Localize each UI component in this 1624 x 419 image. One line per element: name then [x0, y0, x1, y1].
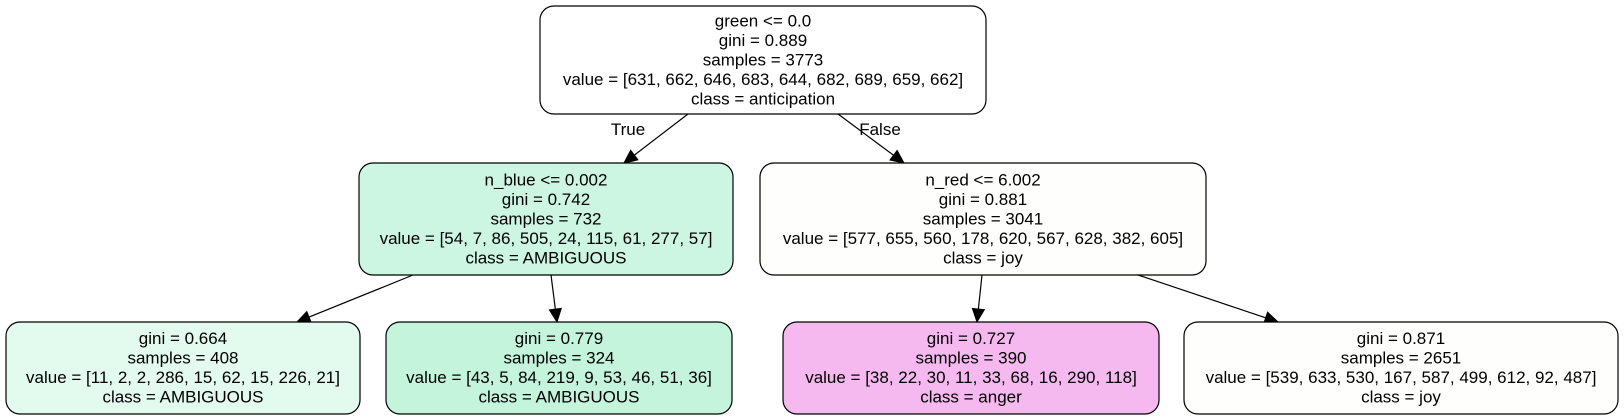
- edge-line: [977, 274, 983, 310]
- node-line: class = anticipation: [691, 89, 835, 108]
- node-line: green <= 0.0: [715, 11, 811, 30]
- node-box: [759, 162, 1207, 276]
- node-line: class = joy: [1361, 388, 1441, 407]
- node-line: value = [11, 2, 2, 286, 15, 62, 15, 226,…: [26, 368, 340, 387]
- node-line: value = [43, 5, 84, 219, 9, 53, 46, 51, …: [406, 368, 712, 387]
- node-line: gini = 0.881: [939, 190, 1027, 209]
- tree-edge-right-to-leaf_rr: [1137, 274, 1280, 325]
- node-line: gini = 0.779: [515, 329, 603, 348]
- node-line: class = joy: [943, 248, 1023, 267]
- arrowhead-icon: [971, 307, 986, 324]
- node-box: [1183, 321, 1619, 415]
- tree-edge-left-to-leaf_lr: [548, 274, 563, 324]
- node-line: class = anger: [920, 388, 1022, 407]
- node-line: value = [539, 633, 530, 167, 587, 499, 6…: [1206, 368, 1597, 387]
- tree-edge-root-to-right: False: [837, 113, 905, 164]
- arrowhead-icon: [623, 149, 639, 164]
- tree-edge-root-to-left: True: [611, 113, 689, 164]
- arrowhead-icon: [548, 307, 563, 324]
- node-line: value = [54, 7, 86, 505, 24, 115, 61, 27…: [380, 229, 713, 248]
- arrowhead-icon: [889, 149, 905, 164]
- tree-edge-left-to-leaf_ll: [295, 274, 414, 324]
- edge-line: [550, 274, 556, 310]
- node-line: gini = 0.889: [719, 31, 807, 50]
- edge-label-true: True: [611, 120, 645, 139]
- node-line: n_red <= 6.002: [925, 170, 1040, 189]
- edge-line: [633, 113, 689, 156]
- node-line: gini = 0.871: [1357, 329, 1445, 348]
- node-box: [358, 162, 734, 276]
- tree-edge-right-to-leaf_rl: [971, 274, 986, 324]
- node-line: n_blue <= 0.002: [485, 170, 608, 189]
- edge-label-false: False: [859, 120, 901, 139]
- node-box: [385, 321, 733, 415]
- node-line: samples = 732: [490, 209, 601, 228]
- node-line: class = AMBIGUOUS: [465, 248, 626, 267]
- node-line: value = [38, 22, 30, 11, 33, 68, 16, 290…: [805, 368, 1137, 387]
- node-line: gini = 0.742: [502, 190, 590, 209]
- node-line: samples = 3041: [923, 209, 1044, 228]
- arrowhead-icon: [295, 310, 313, 324]
- node-line: samples = 2651: [1341, 349, 1462, 368]
- node-line: samples = 324: [503, 349, 614, 368]
- node-line: gini = 0.727: [927, 329, 1015, 348]
- node-line: samples = 390: [915, 349, 1026, 368]
- node-box: [5, 321, 361, 415]
- node-box: [539, 5, 987, 115]
- node-line: samples = 3773: [703, 50, 824, 69]
- node-line: gini = 0.664: [139, 329, 227, 348]
- node-box: [782, 321, 1160, 415]
- node-line: samples = 408: [127, 349, 238, 368]
- edge-line: [308, 274, 414, 318]
- node-line: class = AMBIGUOUS: [478, 388, 639, 407]
- node-line: value = [577, 655, 560, 178, 620, 567, 6…: [783, 229, 1183, 248]
- node-line: class = AMBIGUOUS: [102, 388, 263, 407]
- edge-line: [1137, 274, 1266, 319]
- edge-line: [837, 113, 894, 156]
- node-line: value = [631, 662, 646, 683, 644, 682, 6…: [563, 70, 963, 89]
